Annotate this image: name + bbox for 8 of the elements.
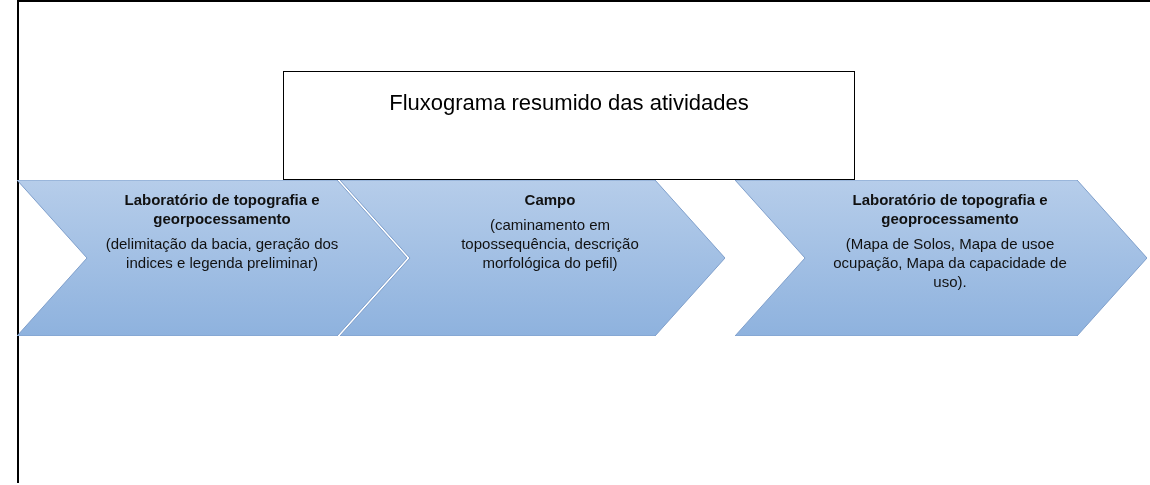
title-text: Fluxograma resumido das atividades	[388, 90, 750, 116]
title-box	[283, 71, 855, 180]
step-heading: Laboratório de topografia e georpocessamento	[123, 190, 321, 228]
step-description: (delimitação da bacia, geração dos indices e legenda preliminar)	[104, 234, 340, 272]
step-description: (caminamento em topossequência, descrição morfológica do pefil)	[460, 215, 640, 272]
step-description: (Mapa de Solos, Mapa de usoe ocupação, Mapa da capacidade de uso).	[832, 234, 1068, 291]
step-heading: Laboratório de topografia e geoprocessamento	[851, 190, 1049, 228]
step-heading: Campo	[523, 190, 577, 209]
